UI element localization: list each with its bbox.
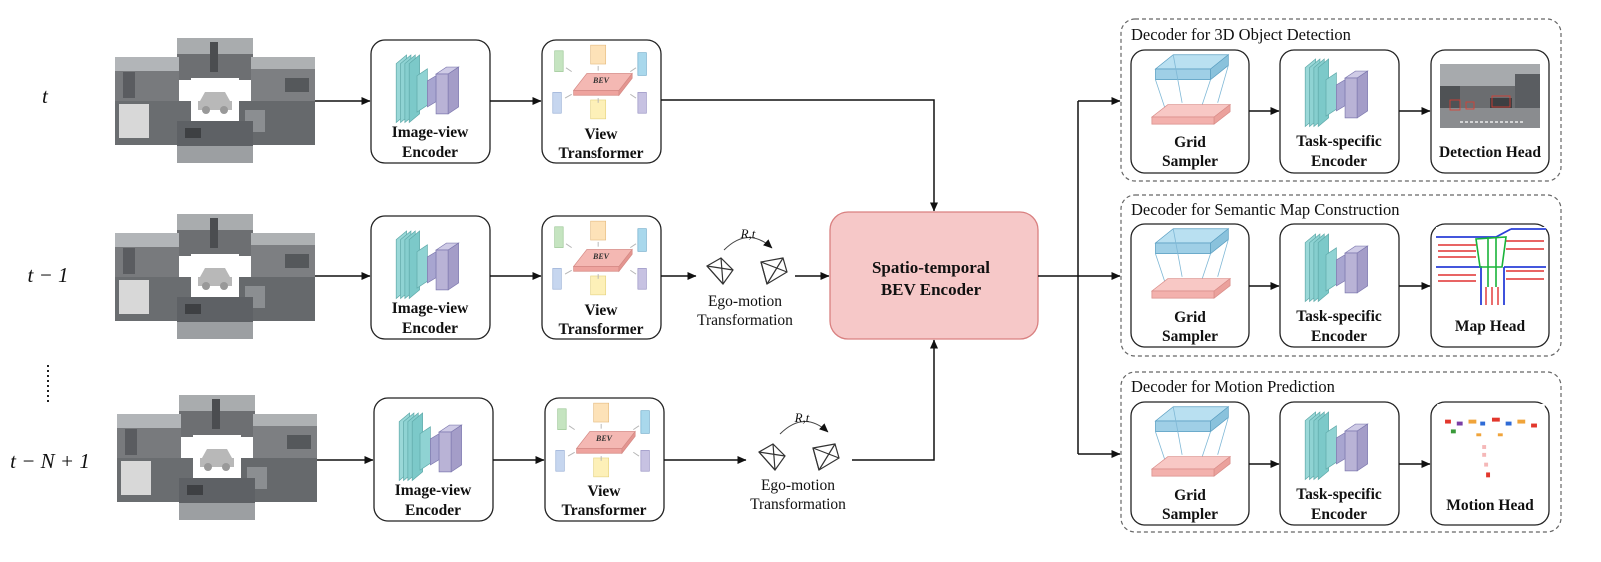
decoder-title: Decoder for Motion Prediction (1131, 377, 1335, 396)
encoder-label-line1: Image-view (392, 300, 469, 317)
sampler-label-line1: Grid (1174, 487, 1206, 504)
sampler-label-line2: Sampler (1162, 153, 1218, 170)
rotation-arrow (779, 421, 829, 435)
rotation-arrow (723, 237, 773, 251)
decoder-map-panel (1120, 194, 1562, 357)
bev-label: BEV (595, 434, 613, 443)
time-label-t-n-1: t − N + 1 (10, 449, 90, 473)
decoder-title: Decoder for Semantic Map Construction (1131, 200, 1400, 219)
sampler-label-line2: Sampler (1162, 328, 1218, 345)
encoder-label-line1: Image-view (395, 482, 472, 499)
transformer-label-line2: Transformer (559, 321, 644, 338)
camera-images-icon (115, 38, 315, 163)
decoder-title: Decoder for 3D Object Detection (1131, 25, 1351, 44)
transformer-label-line1: View (585, 126, 619, 143)
central-encoder-label-line1: Spatio-temporal (872, 258, 990, 277)
ego-motion-icon (758, 443, 840, 471)
task-encoder-label-line2: Encoder (1311, 506, 1367, 523)
ego-motion-label-line2: Transformation (697, 312, 793, 329)
camera-images-icon (117, 395, 317, 520)
transformer-label-line1: View (588, 483, 622, 500)
time-label-t: t (42, 84, 49, 108)
sampler-label-line2: Sampler (1162, 506, 1218, 523)
encoder-label-line1: Image-view (392, 124, 469, 141)
head-label: Detection Head (1439, 144, 1541, 161)
ego-motion-icon (706, 257, 788, 285)
encoder-label-line2: Encoder (405, 502, 461, 519)
task-encoder-label-line2: Encoder (1311, 328, 1367, 345)
motion-image (1437, 404, 1545, 492)
arrow (661, 99, 938, 212)
rt-label: R,t (740, 226, 756, 241)
detection-image (1439, 64, 1541, 128)
sampler-label-line1: Grid (1174, 134, 1206, 151)
encoder-label-line2: Encoder (402, 320, 458, 337)
rt-label: R,t (794, 410, 810, 425)
ego-motion-label-line1: Ego-motion (708, 293, 782, 310)
task-encoder-label-line2: Encoder (1311, 153, 1367, 170)
head-label: Motion Head (1446, 497, 1534, 514)
bev-label: BEV (592, 252, 610, 261)
sampler-label-line1: Grid (1174, 309, 1206, 326)
decoder-motion-panel (1120, 371, 1562, 533)
task-encoder-label-line1: Task-specific (1296, 308, 1382, 325)
head-label: Map Head (1455, 318, 1526, 335)
map-image (1436, 227, 1546, 307)
time-label-t-1: t − 1 (27, 263, 68, 287)
arrow (852, 339, 938, 461)
transformer-label-line2: Transformer (562, 502, 647, 519)
ego-motion-label-line1: Ego-motion (761, 477, 835, 494)
ego-motion-label-line2: Transformation (750, 496, 846, 513)
central-encoder-label-line2: BEV Encoder (881, 280, 982, 299)
transformer-label-line2: Transformer (559, 145, 644, 162)
task-encoder-label-line1: Task-specific (1296, 486, 1382, 503)
camera-images-icon (115, 214, 315, 339)
transformer-label-line1: View (585, 302, 619, 319)
decoder-detection-panel (1120, 18, 1562, 182)
encoder-label-line2: Encoder (402, 144, 458, 161)
bev-label: BEV (592, 76, 610, 85)
task-encoder-label-line1: Task-specific (1296, 133, 1382, 150)
